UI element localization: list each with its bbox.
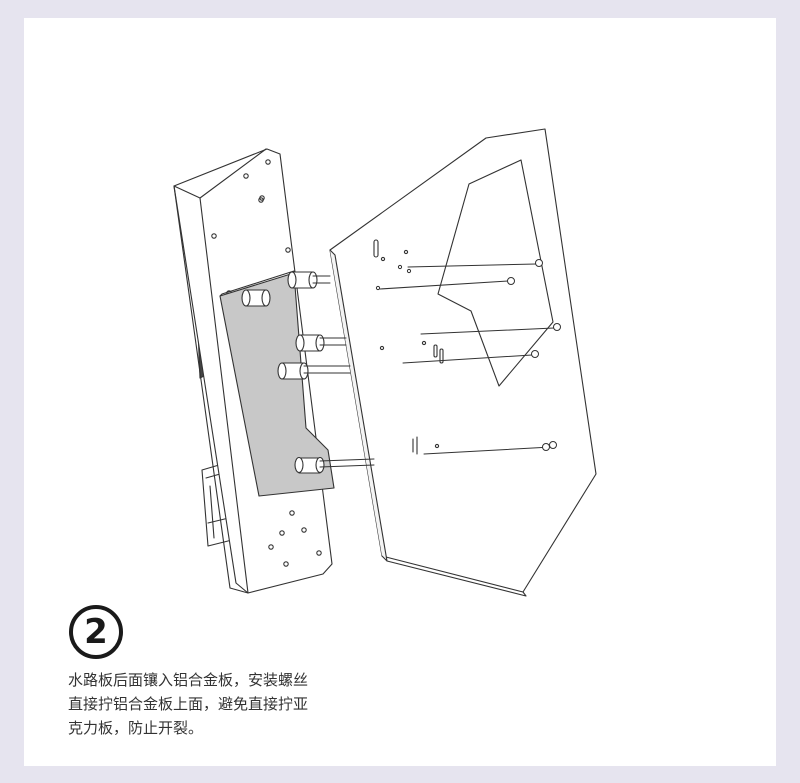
mounting-screws: [375, 259, 561, 455]
acrylic-panel: [329, 128, 597, 597]
caption-line-2: 直接拧铝合金板上面，避免直接拧亚: [68, 695, 309, 713]
assembly-diagram: [173, 128, 597, 597]
screw-shafts: [303, 275, 375, 468]
step-description: 水路板后面镶入铝合金板，安装螺丝 直接拧铝合金板上面，避免直接拧亚 克力板，防止…: [68, 668, 368, 740]
instruction-card: 2 水路板后面镶入铝合金板，安装螺丝 直接拧铝合金板上面，避免直接拧亚 克力板，…: [24, 18, 776, 766]
circled-number-icon: 2: [84, 612, 108, 652]
standoff-pillars: [241, 271, 325, 474]
caption-line-3: 克力板，防止开裂。: [68, 719, 204, 737]
caption-line-1: 水路板后面镶入铝合金板，安装螺丝: [68, 671, 309, 689]
step-number-badge: 2: [69, 605, 123, 659]
